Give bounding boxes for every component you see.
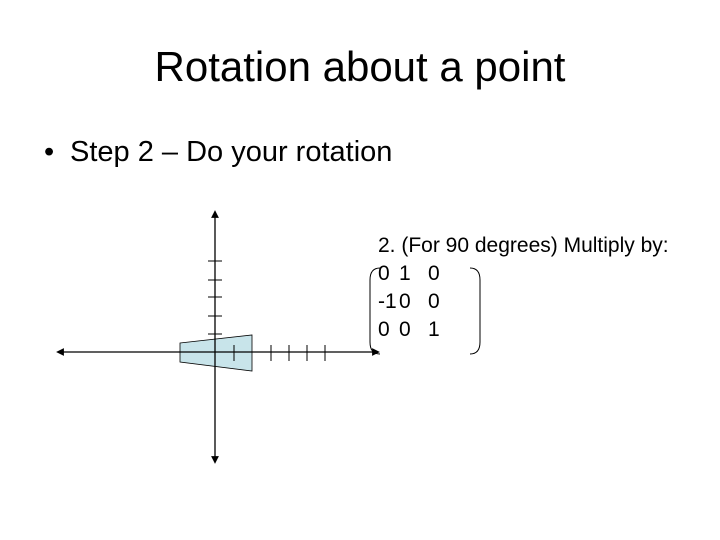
matrix-cell: 1 <box>428 318 440 341</box>
matrix-right-bracket <box>469 267 481 355</box>
x-axis-ticks <box>233 345 326 361</box>
matrix-cell: 0 <box>399 290 411 313</box>
slide-title: Rotation about a point <box>154 43 566 90</box>
matrix-cell: 0 <box>428 290 440 313</box>
matrix-cell: 0 <box>399 318 411 341</box>
matrix-cell: 1 <box>399 262 411 285</box>
matrix-cell: 0 <box>428 262 440 285</box>
matrix-cell: -1 <box>378 290 397 313</box>
bullet-point: • Step 2 – Do your rotation <box>44 134 392 170</box>
bullet-text: Step 2 – Do your rotation <box>70 136 393 168</box>
matrix-cell: 0 <box>378 318 390 341</box>
rotated-shape <box>179 334 253 372</box>
matrix-left-bracket <box>369 267 381 355</box>
y-axis-ticks <box>208 260 222 335</box>
bullet-dot: • <box>44 136 55 168</box>
matrix-caption: 2. (For 90 degrees) Multiply by: <box>378 234 669 257</box>
matrix-cell: 0 <box>378 262 390 285</box>
